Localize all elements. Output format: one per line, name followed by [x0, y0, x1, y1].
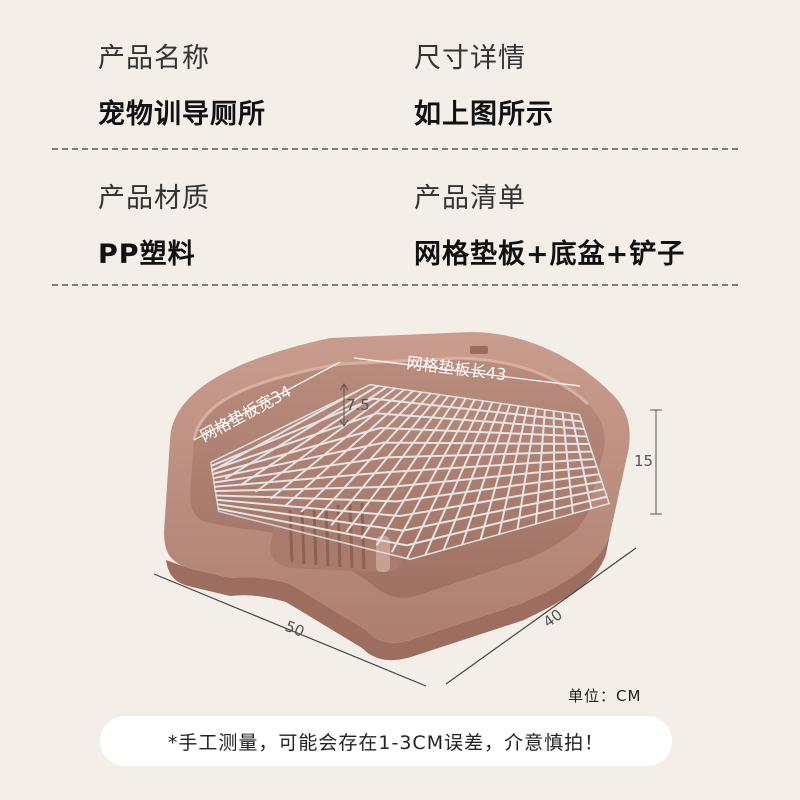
- spec-row-material-list: 产品材质 产品清单 PP塑料 网格垫板+底盆+铲子: [52, 170, 738, 310]
- mesh-wire: [442, 402, 503, 552]
- disclaimer-banner: *手工测量，可能会存在1-3CM误差，介意慎拍！: [100, 716, 672, 766]
- size-detail-label: 尺寸详情: [414, 43, 526, 74]
- height-label: 15: [634, 452, 653, 470]
- mesh-wire: [211, 441, 591, 480]
- product-name-label: 产品名称: [98, 43, 210, 74]
- mesh-wire: [212, 480, 603, 518]
- dashed-divider: [52, 148, 738, 150]
- material-label: 产品材质: [98, 183, 210, 214]
- mesh-wire: [460, 403, 511, 546]
- package-list-label: 产品清单: [414, 183, 526, 214]
- height-dimension: 15: [634, 409, 662, 515]
- mesh-wire: [285, 389, 415, 507]
- mesh-wire: [210, 384, 581, 463]
- mesh-wire: [497, 406, 529, 536]
- mesh-wire: [534, 408, 546, 525]
- size-detail-value: 如上图所示: [414, 99, 554, 130]
- rim-notch: [470, 346, 488, 354]
- depth-label: 7.5: [346, 396, 370, 414]
- mesh-wire: [375, 397, 468, 546]
- mesh-wire: [210, 384, 371, 473]
- mesh-wire: [254, 386, 397, 493]
- disclaimer-text: *手工测量，可能会存在1-3CM误差，介意慎拍！: [167, 731, 605, 754]
- mesh-wire: [211, 450, 593, 484]
- mesh-wire: [516, 407, 538, 531]
- mesh-wire: [210, 412, 586, 472]
- mesh-wire: [406, 399, 485, 560]
- material-value: PP塑料: [98, 239, 196, 270]
- depth-dimension: 7.5: [339, 383, 370, 427]
- spec-table: 产品名称 尺寸详情 宠物训导厕所 如上图所示 产品材质 产品清单 PP塑料 网格…: [52, 30, 738, 310]
- mesh-wire: [210, 397, 583, 468]
- mesh-wire: [423, 401, 494, 557]
- mesh-wire: [213, 488, 606, 532]
- spec-row-name-size: 产品名称 尺寸详情 宠物训导厕所 如上图所示: [52, 30, 738, 170]
- package-list-value: 网格垫板+底盆+铲子: [414, 239, 686, 270]
- unit-note: 单位：CM: [568, 687, 642, 705]
- mesh-wire: [300, 390, 424, 513]
- dashed-divider: [52, 284, 738, 286]
- mesh-wire: [210, 426, 588, 476]
- mesh-grid: [210, 384, 610, 560]
- mesh-wire: [212, 473, 601, 503]
- mesh-wire: [390, 398, 476, 553]
- product-name-value: 宠物训导厕所: [98, 99, 266, 130]
- mesh-wire: [561, 411, 574, 515]
- length-label: 50: [283, 617, 307, 641]
- litter-tray-figure: 网格垫板宽34 网格垫板长43 7.5 15 50 40: [153, 332, 662, 687]
- mesh-wire: [315, 392, 432, 520]
- mesh-wire: [479, 404, 520, 541]
- mesh-wire: [212, 465, 598, 493]
- length-dimension: 50: [153, 573, 427, 687]
- mesh-wire: [552, 410, 556, 520]
- mesh-wire: [213, 495, 608, 547]
- mesh-wire: [211, 458, 596, 488]
